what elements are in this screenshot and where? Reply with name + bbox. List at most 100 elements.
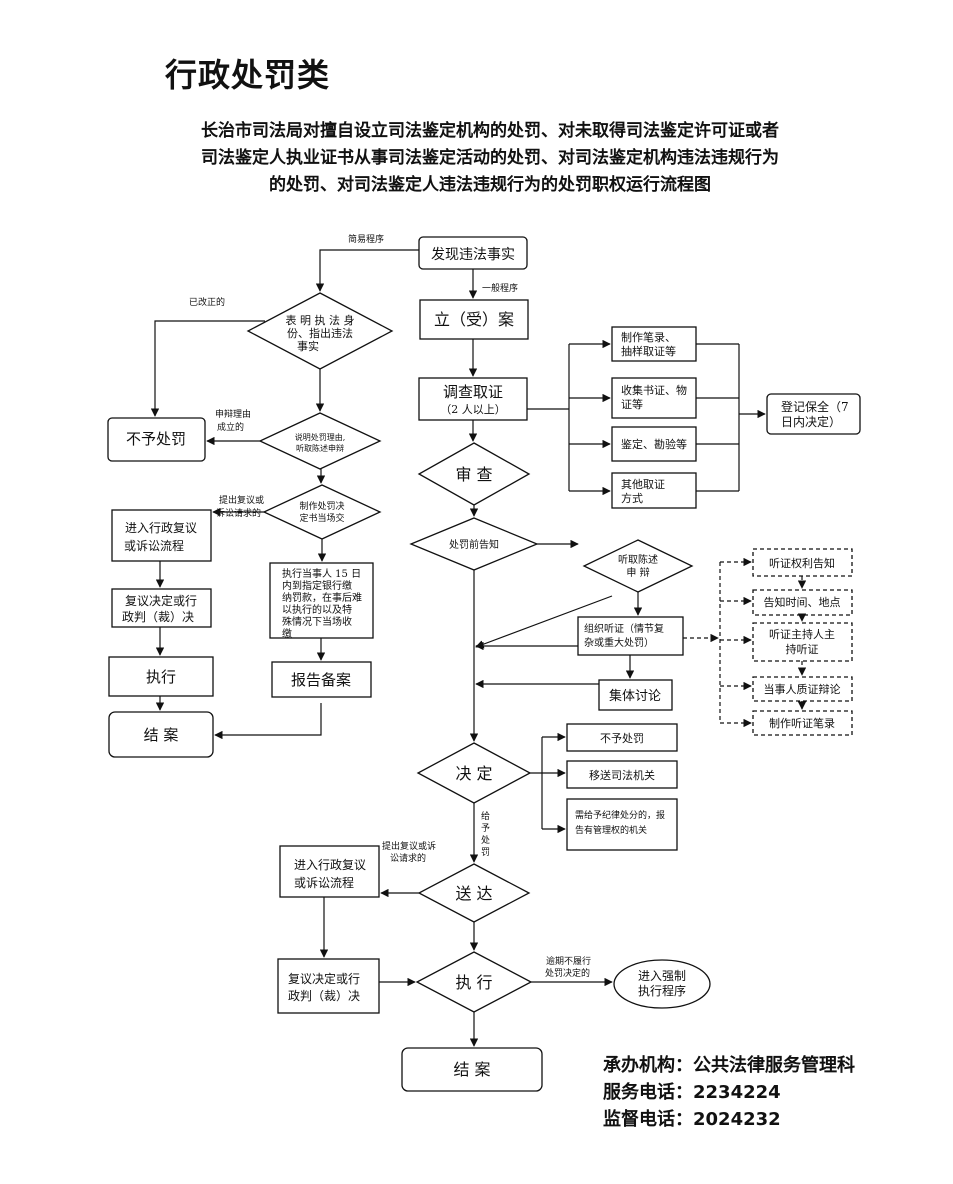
label-no-penalty-left: 不予处罚 <box>126 430 186 448</box>
label-investigate-sub: （2 人以上） <box>440 403 506 416</box>
node-register-preserve <box>766 393 861 435</box>
node-no-penalty-left <box>107 417 206 462</box>
subtitle-line: 的处罚、对司法鉴定人违法违规行为的处罚职权运行流程图 <box>269 175 711 195</box>
hearing-step <box>752 676 853 702</box>
label-make-decision: 定书当场交 <box>299 512 344 524</box>
label-hear-statement: 申 辩 <box>626 566 649 579</box>
label-discover: 发现违法事实 <box>431 247 515 263</box>
label-hearing-step: 听证权利告知 <box>769 556 835 570</box>
subtitle-line: 司法鉴定人执业证书从事司法鉴定活动的处罚、对司法鉴定机构违法违规行为 <box>201 148 779 168</box>
label-hearing-step: 告知时间、地点 <box>764 595 841 609</box>
edge-label-defense-valid: 成立的 <box>217 421 244 433</box>
label-make-decision: 制作处罚决 <box>299 500 344 512</box>
label-evidence: 抽样取证等 <box>621 344 676 358</box>
edge-label-overdue: 处罚决定的 <box>545 967 590 979</box>
label-review-decision-left: 政判（裁）决 <box>122 610 194 624</box>
label-enforce: 进入强制 <box>638 969 686 983</box>
supervise-phone-label: 监督电话： <box>603 1109 693 1130</box>
label-register-preserve: 登记保全（7 <box>781 399 849 414</box>
edge-label-give-penalty: 罚 <box>481 847 490 858</box>
hearing-step <box>752 622 853 662</box>
edge-label-general: 一般程序 <box>482 282 518 294</box>
label-outcome: 移送司法机关 <box>589 768 655 782</box>
node-review-decision-left <box>111 588 212 628</box>
subtitle-line: 长治市司法局对擅自设立司法鉴定机构的处罚、对未取得司法鉴定许可证或者 <box>201 121 779 141</box>
node-enter-review-bottom <box>279 845 380 898</box>
supervise-phone-row: 监督电话：2024232 <box>603 1106 855 1133</box>
node-report-file <box>271 661 372 698</box>
node-close-left <box>108 711 214 758</box>
org-label: 承办机构： <box>603 1055 693 1076</box>
node-review-decision-bottom <box>277 958 380 1014</box>
edge-label-give-penalty: 处 <box>481 834 490 846</box>
label-enter-review-bottom: 进入行政复议 <box>294 858 366 872</box>
label-organize-hearing: 杂或重大处罚） <box>584 636 654 649</box>
edge-label-appeal-left: 提出复议或 <box>219 494 264 506</box>
label-hearing-step: 听证主持人主 <box>769 627 835 641</box>
label-pay-fine: 执行当事人 15 日 <box>282 567 361 580</box>
label-review: 审 查 <box>455 465 492 484</box>
label-discipline: 需给予纪律处分的，报 <box>575 809 665 821</box>
label-hearing-step: 制作听证笔录 <box>769 716 835 730</box>
label-pay-fine: 殊情况下当场收 <box>282 615 352 628</box>
label-close: 结 案 <box>453 1060 490 1079</box>
label-group-discussion: 集体讨论 <box>609 688 661 704</box>
label-organize-hearing: 组织听证（情节复 <box>584 622 664 635</box>
edge-label-corrected: 已改正的 <box>189 296 225 308</box>
label-report-file: 报告备案 <box>291 671 351 689</box>
label-evidence: 方式 <box>621 491 643 505</box>
label-execute: 执 行 <box>455 973 492 992</box>
label-hearing-step: 持听证 <box>786 642 819 656</box>
label-pay-fine: 纳罚款，在事后难 <box>282 591 362 604</box>
label-outcome: 不予处罚 <box>600 732 644 745</box>
node-close <box>401 1047 543 1092</box>
edge-label-appeal-bottom: 讼请求的 <box>390 852 426 864</box>
label-pre-notice: 处罚前告知 <box>449 538 499 551</box>
hearing-step <box>752 589 853 616</box>
label-file-case: 立（受）案 <box>434 310 514 329</box>
edge-label-give-penalty: 给 <box>481 810 490 822</box>
service-phone-value: 2234224 <box>693 1082 781 1103</box>
node-group-discussion <box>598 679 673 711</box>
evidence-box <box>611 472 697 509</box>
label-evidence: 其他取证 <box>621 478 665 491</box>
node-enforce <box>613 959 711 1009</box>
edge-label-overdue: 逾期不履行 <box>546 955 591 967</box>
node-explain-reason <box>258 412 382 470</box>
label-hear-statement: 听取陈述 <box>618 553 658 566</box>
node-investigate <box>418 377 528 421</box>
service-phone-label: 服务电话： <box>603 1082 693 1103</box>
hearing-step <box>752 710 853 736</box>
node-discipline <box>566 798 678 851</box>
supervise-phone-value: 2024232 <box>693 1109 781 1130</box>
label-close-left: 结 案 <box>144 726 179 744</box>
diagram-subtitle: 长治市司法局对擅自设立司法鉴定机构的处罚、对未取得司法鉴定许可证或者 司法鉴定人… <box>150 118 830 199</box>
label-hearing-step: 当事人质证辩论 <box>764 682 841 696</box>
label-explain-reason: 说明处罚理由, <box>295 432 346 442</box>
label-register-preserve: 日内决定） <box>781 414 841 429</box>
org-row: 承办机构：公共法律服务管理科 <box>603 1052 855 1079</box>
label-review-decision-bottom: 复议决定或行 <box>288 971 360 986</box>
edge-label-simple: 简易程序 <box>348 233 384 245</box>
label-pay-fine: 以执行的以及特 <box>282 603 352 616</box>
node-enter-review-left <box>111 509 212 562</box>
label-enter-review-left: 或诉讼流程 <box>124 538 184 553</box>
label-evidence: 鉴定、勘验等 <box>621 437 687 451</box>
outcome-box <box>566 760 678 789</box>
label-show-id: 份、指出违法 <box>287 326 353 340</box>
label-show-id: 事实 <box>297 339 319 353</box>
label-enforce: 执行程序 <box>638 983 686 998</box>
label-decide: 决 定 <box>455 764 492 783</box>
contact-info: 承办机构：公共法律服务管理科 服务电话：2234224 监督电话：2024232 <box>603 1052 855 1133</box>
label-enter-review-left: 进入行政复议 <box>125 521 197 535</box>
label-execute-left: 执行 <box>146 668 176 686</box>
node-execute-left <box>108 656 214 697</box>
edge-label-appeal-left: 诉讼请求的 <box>216 507 261 519</box>
outcome-box <box>566 723 678 752</box>
label-enter-review-bottom: 或诉讼流程 <box>294 875 354 890</box>
edge-label-defense-valid: 申辩理由 <box>215 408 251 420</box>
label-review-decision-left: 复议决定或行 <box>125 593 197 608</box>
node-hear-statement <box>582 539 694 593</box>
node-organize-hearing <box>577 616 684 656</box>
